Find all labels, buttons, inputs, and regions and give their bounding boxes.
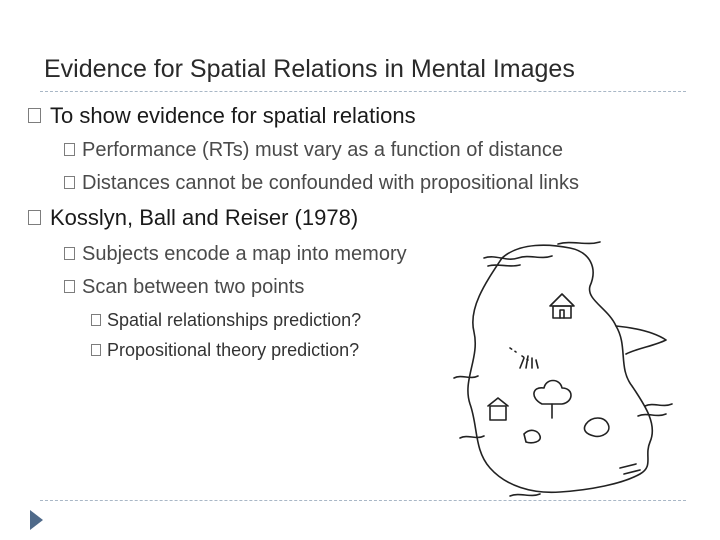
bullet-box-icon <box>64 247 75 260</box>
bullet-box-icon <box>28 210 41 225</box>
bullet-text: To show evidence for spatial relations <box>50 103 416 128</box>
bullet-box-icon <box>64 143 75 156</box>
bullet-box-icon <box>64 176 75 189</box>
bullet-level1: Kosslyn, Ball and Reiser (1978) <box>28 205 358 231</box>
bullet-text: Propositional theory prediction? <box>107 340 360 360</box>
bullet-text: Subjects encode a map into memory <box>82 243 407 265</box>
bullet-text: Kosslyn, Ball and Reiser (1978) <box>50 205 359 230</box>
bullet-level1: To show evidence for spatial relations <box>28 103 416 129</box>
bullet-box-icon <box>91 314 101 326</box>
bullet-text: Scan between two points <box>82 276 305 298</box>
bullet-level3: Propositional theory prediction? <box>91 340 359 361</box>
bullet-level2: Distances cannot be confounded with prop… <box>64 172 579 195</box>
bullet-level2: Scan between two points <box>64 276 304 299</box>
bullet-level2: Performance (RTs) must vary as a functio… <box>64 139 563 162</box>
footer-divider <box>40 500 686 501</box>
bullet-text: Spatial relationships prediction? <box>107 310 362 330</box>
title-divider <box>40 91 686 92</box>
bullet-box-icon <box>91 344 101 356</box>
bullet-box-icon <box>28 108 41 123</box>
bullet-text: Distances cannot be confounded with prop… <box>82 172 579 194</box>
bullet-level3: Spatial relationships prediction? <box>91 310 361 331</box>
bullet-text: Performance (RTs) must vary as a functio… <box>82 139 563 161</box>
island-map-illustration <box>453 241 673 497</box>
bullet-box-icon <box>64 280 75 293</box>
next-slide-arrow-icon[interactable] <box>30 510 43 530</box>
slide-title: Evidence for Spatial Relations in Mental… <box>44 55 575 83</box>
bullet-level2: Subjects encode a map into memory <box>64 243 407 266</box>
